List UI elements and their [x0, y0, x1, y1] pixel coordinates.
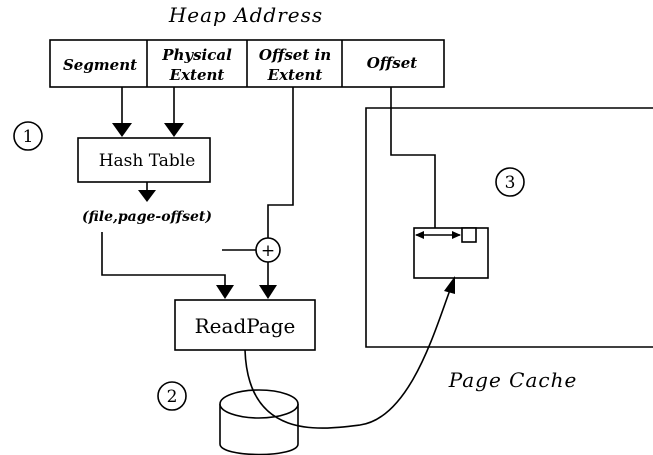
object-slot [461, 227, 477, 243]
readpage-box [174, 299, 316, 351]
offset-pointer-line [390, 87, 436, 232]
load-page-arrowhead [444, 276, 455, 294]
adder-arrowhead [259, 285, 277, 299]
file-offset-arrowhead [216, 285, 234, 299]
offset-in-extent-line [267, 87, 294, 238]
page-cache-region [365, 107, 653, 348]
offset-span-right-arrowhead [452, 231, 461, 239]
field-offset-in-extent-line2: Extent [267, 66, 323, 84]
svg-text:3: 3 [505, 173, 516, 193]
heap-address-title: Heap Address [168, 3, 323, 27]
extent-arrowhead [164, 123, 184, 137]
load-page-curve [244, 289, 451, 429]
svg-text:2: 2 [167, 387, 178, 407]
cached-page [413, 227, 489, 279]
offset-span-left-arrowhead [415, 231, 424, 239]
field-offset-in-extent-line1: Offset in [259, 46, 331, 64]
file-page-offset-label: (file,page-offset) [82, 209, 212, 225]
segment-arrowhead [112, 123, 132, 137]
field-physical-extent-line2: Extent [169, 66, 225, 84]
field-physical-extent-line1: Physical [161, 46, 232, 64]
hash-output-arrowhead [138, 190, 156, 202]
hash-table-label: Hash Table [99, 151, 196, 171]
step-3-marker: 3 [495, 167, 525, 197]
page-cache-label: Page Cache [448, 368, 578, 392]
step-1-marker: 1 [13, 121, 43, 151]
field-segment: Segment [63, 56, 137, 74]
disk-icon [219, 389, 299, 455]
hash-table-box [77, 137, 211, 183]
svg-text:1: 1 [23, 127, 34, 147]
svg-text:+: + [261, 241, 275, 261]
step-2-marker: 2 [157, 381, 187, 411]
adder-node: + [255, 237, 281, 263]
field-offset: Offset [367, 54, 417, 72]
heap-address-record: Segment Physical Extent Offset in Extent… [49, 39, 445, 88]
readpage-label: ReadPage [195, 314, 296, 338]
file-offset-to-readpage-line [101, 232, 226, 286]
